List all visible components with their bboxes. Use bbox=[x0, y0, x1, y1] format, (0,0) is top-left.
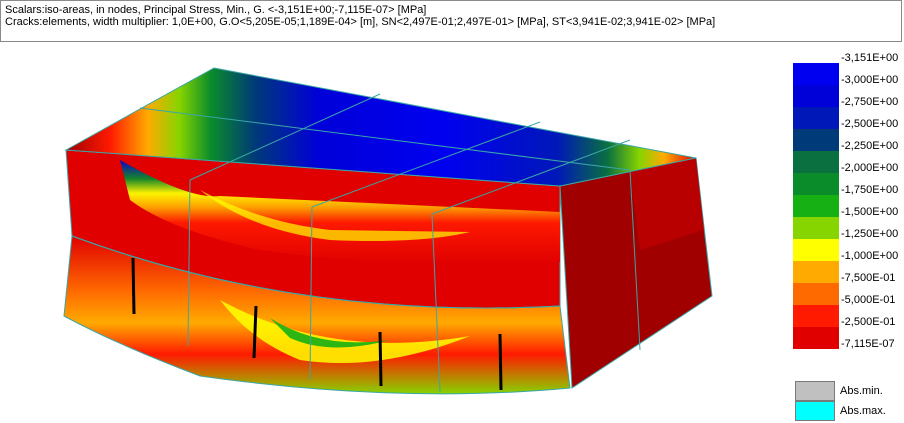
legend-entry: -2,500E+00 bbox=[793, 118, 904, 151]
legend-value-label: -5,000E-01 bbox=[841, 294, 896, 306]
legend-color-swatch bbox=[793, 217, 839, 239]
results-header: Scalars:iso-areas, in nodes, Principal S… bbox=[0, 0, 902, 42]
abs-min-swatch bbox=[795, 381, 835, 401]
legend-entry: -1,750E+00 bbox=[793, 184, 904, 217]
legend-value-label: -2,500E+00 bbox=[841, 118, 899, 130]
legend-value-label: -1,750E+00 bbox=[841, 184, 899, 196]
crack-lines bbox=[131, 257, 503, 391]
legend-value-label: -7,500E-01 bbox=[841, 272, 896, 284]
color-legend: -3,151E+00 -3,000E+00 -2,750E+00 -2,500E+00… bbox=[793, 52, 904, 352]
legend-entry: -2,250E+00 bbox=[793, 140, 904, 173]
legend-color-swatch bbox=[793, 107, 839, 129]
legend-color-swatch bbox=[793, 85, 839, 107]
legend-color-swatch bbox=[793, 327, 839, 349]
legend-color-swatch bbox=[793, 195, 839, 217]
scalars-description: Scalars:iso-areas, in nodes, Principal S… bbox=[5, 4, 427, 16]
legend-color-swatch bbox=[793, 173, 839, 195]
legend-entry: -7,500E-01 bbox=[793, 272, 904, 305]
legend-entry: -1,000E+00 bbox=[793, 250, 904, 283]
legend-entry: -1,250E+00 bbox=[793, 228, 904, 261]
legend-color-swatch bbox=[793, 151, 839, 173]
legend-value-label: -7,115E-07 bbox=[841, 338, 895, 350]
legend-entry: -1,500E+00 bbox=[793, 206, 904, 239]
legend-entry: -2,750E+00 bbox=[793, 96, 904, 129]
legend-value-label: -1,000E+00 bbox=[841, 250, 899, 262]
top-face bbox=[64, 67, 697, 187]
legend-color-swatch bbox=[793, 129, 839, 151]
legend-color-swatch bbox=[793, 239, 839, 261]
legend-value-label: -3,151E+00 bbox=[841, 52, 899, 64]
legend-entry: -7,115E-07 bbox=[793, 338, 904, 360]
legend-color-swatch bbox=[793, 305, 839, 327]
legend-value-label: -1,250E+00 bbox=[841, 228, 899, 240]
cracks-description: Cracks:elements, width multiplier: 1,0E+… bbox=[5, 16, 716, 28]
legend-entry: -2,000E+00 bbox=[793, 162, 904, 195]
legend-color-swatch bbox=[793, 63, 839, 85]
abs-max-swatch bbox=[795, 401, 835, 421]
legend-value-label: -2,250E+00 bbox=[841, 140, 899, 152]
legend-entry: -2,500E-01 bbox=[793, 316, 904, 349]
legend-value-label: -2,000E+00 bbox=[841, 162, 899, 174]
right-side-patch bbox=[630, 158, 704, 250]
legend-entry: -3,000E+00 bbox=[793, 74, 904, 107]
bottom-band-yellow bbox=[220, 300, 470, 363]
bottom-band-green bbox=[270, 318, 390, 348]
legend-color-swatch bbox=[793, 283, 839, 305]
legend-entry: -3,151E+00 bbox=[793, 52, 904, 85]
abs-min-label: Abs.min. bbox=[840, 385, 883, 397]
model-viewport[interactable] bbox=[0, 44, 790, 423]
legend-value-label: -1,500E+00 bbox=[841, 206, 899, 218]
legend-color-swatch bbox=[793, 261, 839, 283]
abs-max-label: Abs.max. bbox=[840, 405, 886, 417]
front-face-core bbox=[200, 190, 470, 241]
legend-value-label: -2,500E-01 bbox=[841, 316, 896, 328]
front-face-stress-band bbox=[120, 160, 560, 265]
mesh-lines bbox=[71, 93, 641, 393]
legend-value-label: -2,750E+00 bbox=[841, 96, 899, 108]
legend-entry: -5,000E-01 bbox=[793, 294, 904, 327]
legend-value-label: -3,000E+00 bbox=[841, 74, 899, 86]
